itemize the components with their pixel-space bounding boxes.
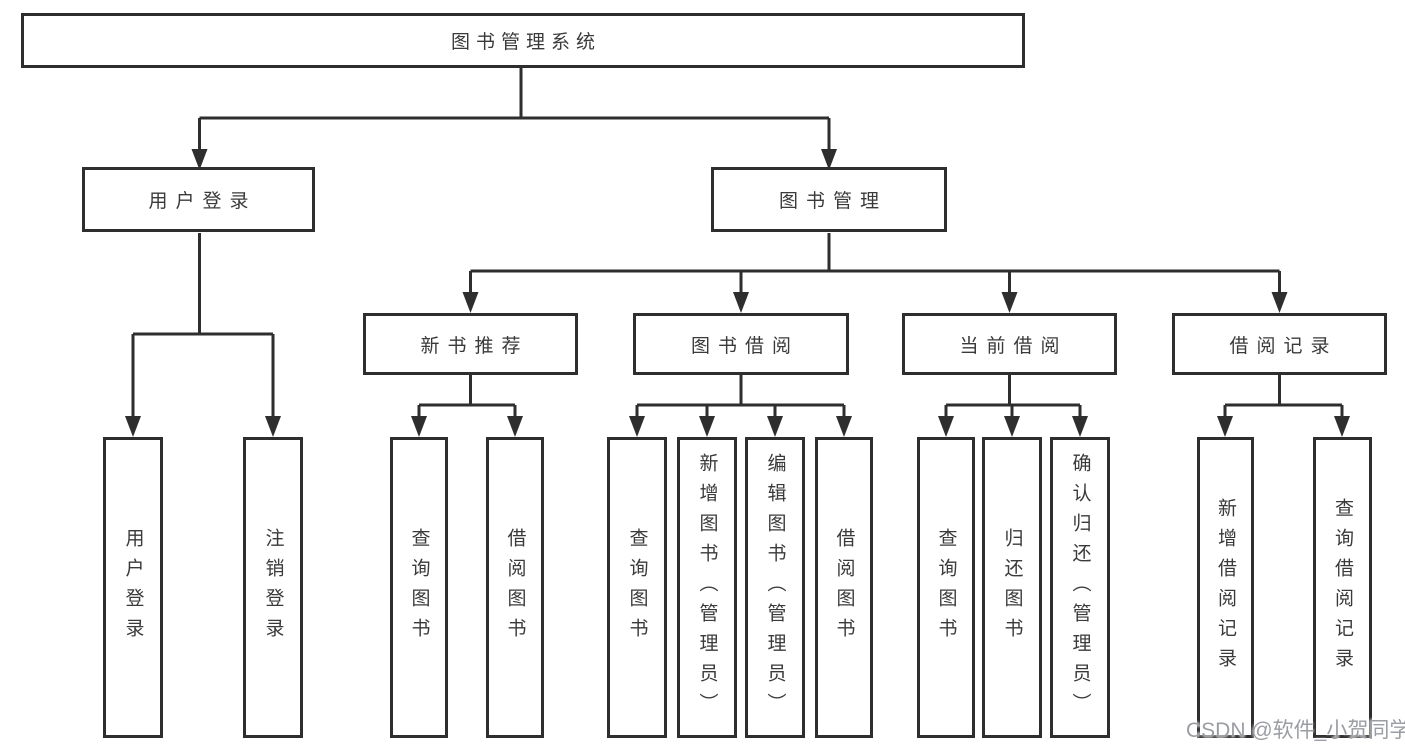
arrow-down-icon — [1001, 292, 1018, 313]
leaf-edit-books-admin: 编辑图书（管理员） — [745, 437, 805, 738]
leaf-query-books-1: 查询图书 — [390, 437, 448, 738]
leaf-query-books-1-label: 查询图书 — [408, 527, 430, 648]
arrow-down-icon — [767, 416, 783, 437]
arrow-down-icon — [699, 416, 715, 437]
node-book-borrowing: 图书借阅 — [633, 313, 849, 375]
arrow-down-icon — [191, 149, 208, 170]
leaf-query-borrow-record: 查询借阅记录 — [1313, 437, 1372, 738]
leaf-add-borrow-record-label: 新增借阅记录 — [1215, 497, 1236, 678]
leaf-return-books-label: 归还图书 — [1001, 527, 1023, 648]
node-new-book-recommend: 新书推荐 — [363, 313, 578, 375]
arrow-down-icon — [411, 416, 427, 437]
leaf-logout-label: 注销登录 — [262, 527, 284, 648]
leaf-edit-books-admin-label: 编辑图书（管理员） — [764, 452, 786, 723]
leaf-query-books-2-label: 查询图书 — [626, 527, 648, 648]
leaf-logout: 注销登录 — [243, 437, 303, 738]
leaf-query-borrow-record-label: 查询借阅记录 — [1332, 497, 1353, 678]
arrow-down-icon — [821, 149, 837, 170]
leaf-query-books-2: 查询图书 — [607, 437, 667, 738]
leaf-return-books: 归还图书 — [982, 437, 1042, 738]
node-new-book-recommend-label: 新书推荐 — [420, 335, 529, 357]
node-book-management-branch-label: 图书管理 — [778, 191, 887, 212]
csdn-watermark: CSDN @软件_小贺同学 — [1186, 719, 1405, 742]
arrow-down-icon — [1217, 416, 1233, 437]
arrow-down-icon — [1004, 416, 1020, 437]
node-book-borrowing-label: 图书借阅 — [690, 335, 799, 357]
node-user-login-branch: 用户登录 — [82, 167, 315, 232]
arrow-down-icon — [836, 416, 852, 437]
arrow-down-icon — [1072, 416, 1088, 437]
node-book-management-branch: 图书管理 — [711, 167, 947, 232]
arrow-down-icon — [938, 416, 954, 437]
leaf-add-borrow-record: 新增借阅记录 — [1197, 437, 1254, 738]
leaf-confirm-return-admin-label: 确认归还（管理员） — [1069, 452, 1091, 723]
leaf-add-books-admin: 新增图书（管理员） — [677, 437, 737, 738]
leaf-borrow-books-2: 借阅图书 — [815, 437, 873, 738]
arrow-down-icon — [265, 416, 281, 437]
node-user-login-branch-label: 用户登录 — [148, 191, 257, 212]
leaf-borrow-books-1: 借阅图书 — [486, 437, 544, 738]
leaf-borrow-books-2-label: 借阅图书 — [833, 527, 855, 648]
arrow-down-icon — [1334, 416, 1350, 437]
leaf-borrow-books-1-label: 借阅图书 — [504, 527, 526, 648]
leaf-query-books-3: 查询图书 — [917, 437, 975, 738]
connector-path — [131, 68, 1344, 418]
arrow-down-icon — [462, 292, 479, 313]
leaf-query-books-3-label: 查询图书 — [935, 527, 957, 648]
arrow-down-icon — [507, 416, 523, 437]
node-library-system: 图书管理系统 — [21, 13, 1025, 68]
leaf-confirm-return-admin: 确认归还（管理员） — [1050, 437, 1110, 738]
node-current-borrowing-label: 当前借阅 — [959, 335, 1068, 357]
node-current-borrowing: 当前借阅 — [902, 313, 1117, 375]
arrow-down-icon — [125, 416, 141, 437]
leaf-add-books-admin-label: 新增图书（管理员） — [696, 452, 718, 723]
arrow-down-icon — [1271, 292, 1288, 313]
arrow-down-icon — [629, 416, 645, 437]
node-borrowing-records-label: 借阅记录 — [1229, 335, 1338, 357]
arrow-down-icon — [733, 292, 749, 313]
leaf-user-login-label: 用户登录 — [122, 527, 144, 648]
node-library-system-label: 图书管理系统 — [450, 32, 601, 53]
arrowheads — [125, 149, 1350, 437]
node-borrowing-records: 借阅记录 — [1172, 313, 1387, 375]
leaf-user-login: 用户登录 — [103, 437, 163, 738]
